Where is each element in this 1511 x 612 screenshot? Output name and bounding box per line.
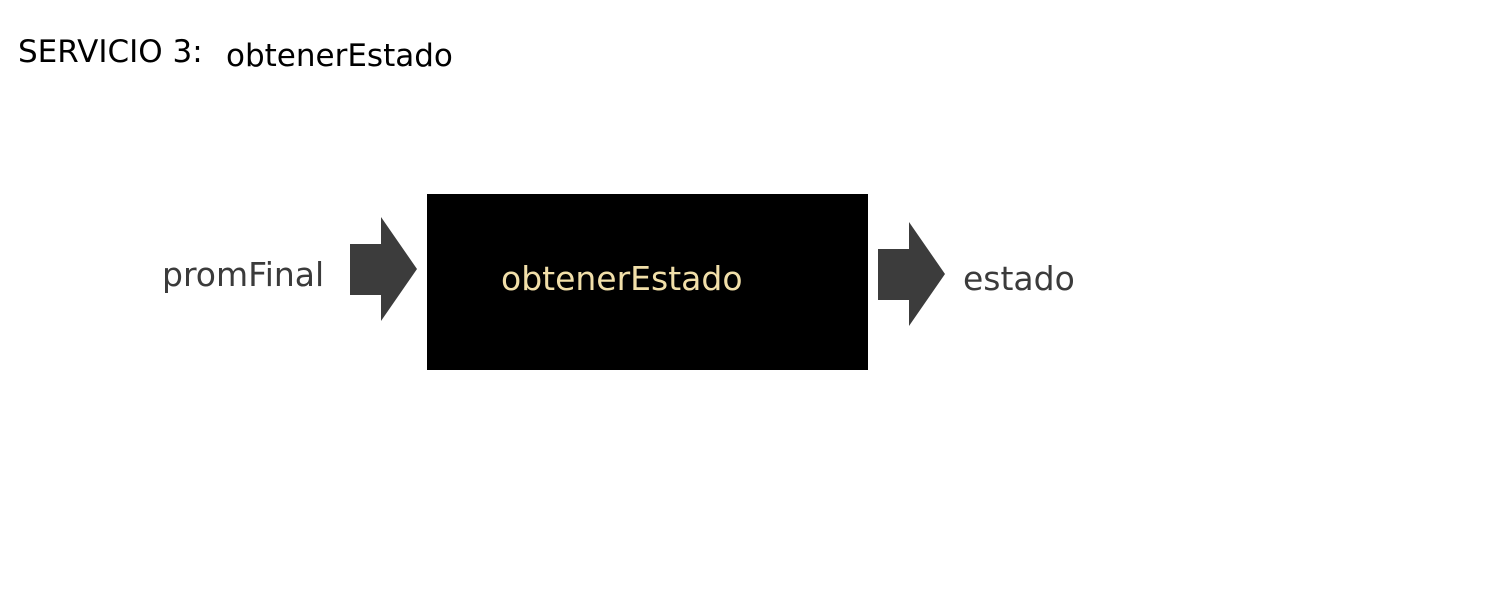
process-box-shape — [427, 194, 868, 370]
output-arrow-icon — [878, 222, 945, 326]
input-arrow-shape — [350, 217, 417, 321]
process-box — [427, 194, 868, 370]
output-label: estado — [963, 259, 1075, 298]
output-arrow-shape — [878, 222, 945, 326]
input-arrow-icon — [350, 217, 417, 321]
process-label: obtenerEstado — [501, 259, 743, 298]
service-name-title: obtenerEstado — [226, 38, 453, 74]
input-label: promFinal — [162, 255, 325, 294]
service-number-label: SERVICIO 3: — [18, 34, 203, 70]
